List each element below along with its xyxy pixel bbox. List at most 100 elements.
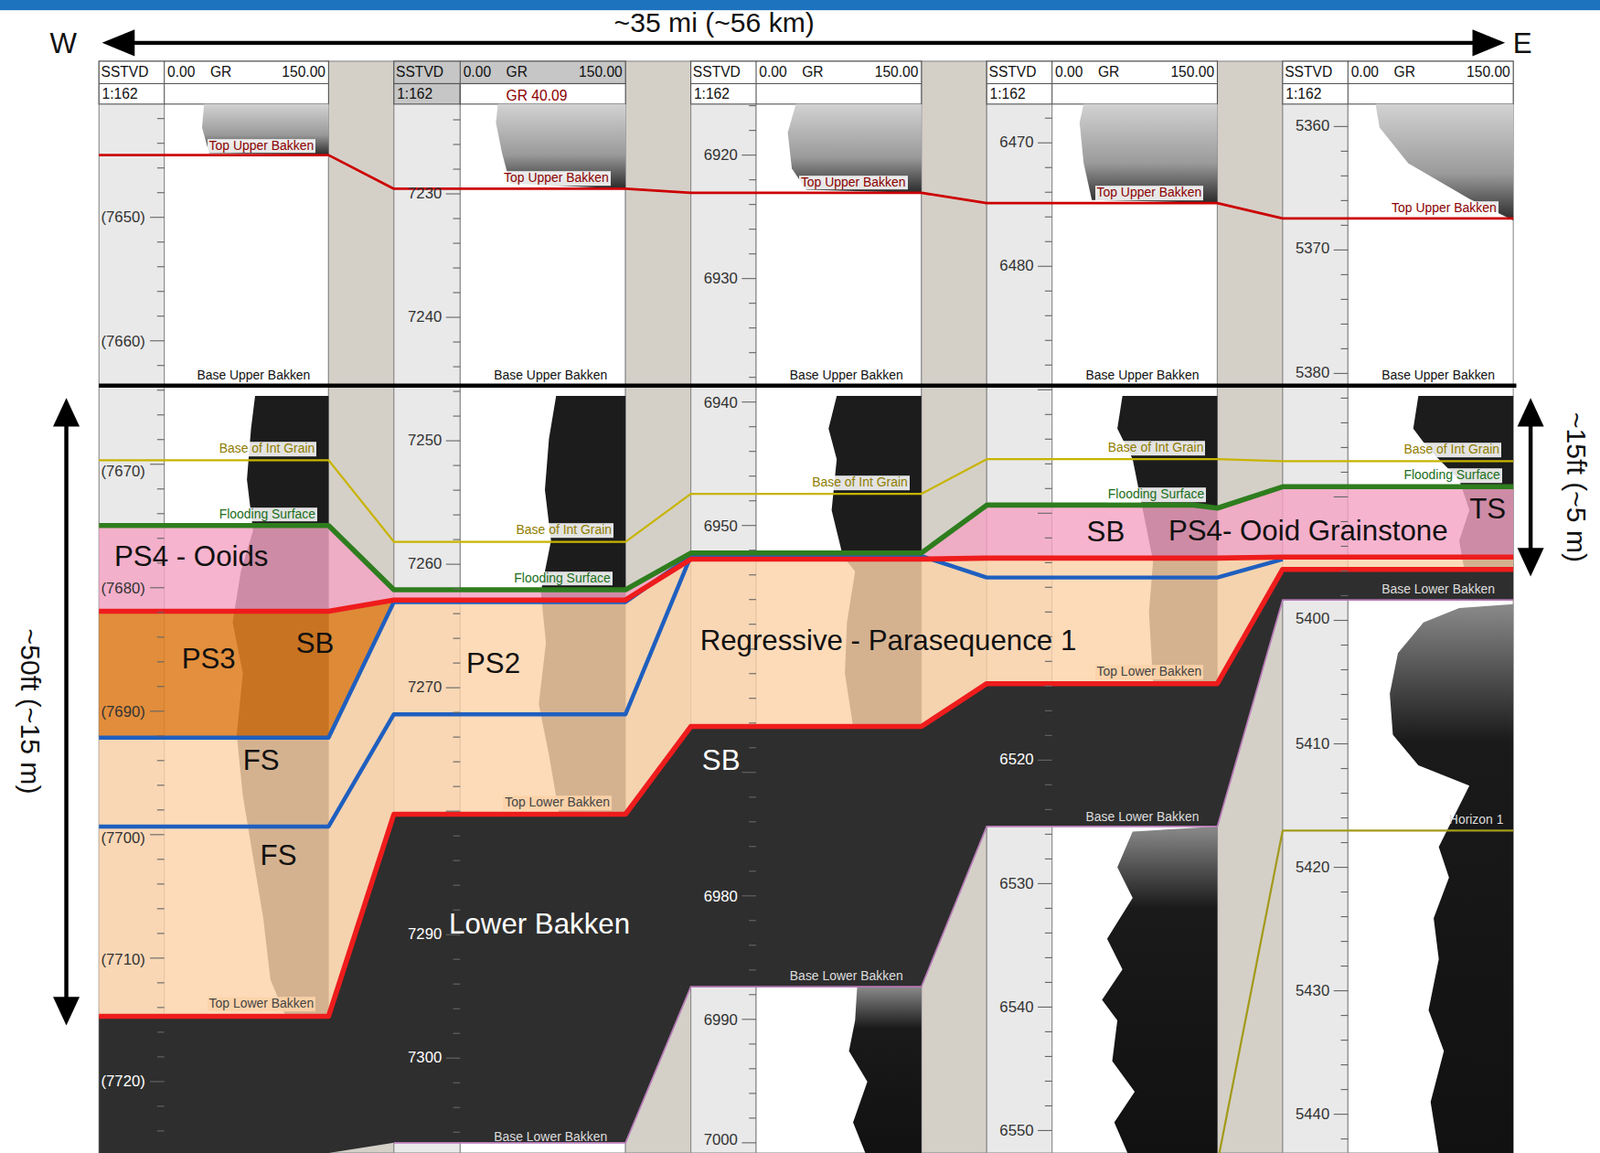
depth-label: 5360 — [1295, 117, 1330, 136]
depth-tick — [1045, 735, 1053, 736]
track-header: 0.00 — [1055, 64, 1083, 81]
depth-tick — [748, 821, 757, 822]
depth-tick — [748, 500, 757, 502]
depth-tick — [453, 341, 461, 343]
depth-tick — [1341, 348, 1349, 350]
surface-label: Base Upper Bakken — [493, 368, 608, 384]
depth-tick — [1045, 809, 1053, 811]
depth-tick — [157, 907, 165, 909]
depth-tick — [741, 524, 757, 526]
depth-tick — [748, 1067, 757, 1069]
depth-tick — [748, 870, 757, 872]
depth-tick — [157, 117, 165, 119]
depth-tick — [157, 1130, 165, 1131]
depth-tick — [1341, 447, 1349, 448]
surface-label: Top Upper Bakken — [501, 171, 611, 187]
depth-tick — [453, 416, 461, 417]
depth-tick — [453, 613, 461, 615]
correlation-line — [98, 486, 1514, 590]
depth-label: 7270 — [407, 679, 442, 697]
track-header: 0.00 — [758, 64, 787, 81]
surface-label: Top Lower Bakken — [1095, 665, 1205, 681]
track-header: GR — [1098, 64, 1120, 81]
depth-tick — [748, 993, 757, 995]
depth-tick — [453, 860, 461, 862]
depth-tick — [741, 1018, 757, 1020]
depth-tick — [1037, 389, 1053, 391]
depth-tick — [149, 710, 165, 712]
dimension-arrow — [64, 416, 68, 1007]
depth-label: (7660) — [100, 333, 145, 352]
depth-tick — [748, 426, 757, 427]
depth-tick — [157, 883, 165, 885]
depth-tick — [446, 316, 461, 318]
depth-tick — [453, 391, 461, 393]
depth-tick — [1037, 1006, 1053, 1008]
depth-tick — [1341, 274, 1349, 276]
depth-tick — [453, 761, 461, 763]
depth-tick — [1045, 414, 1053, 416]
depth-tick — [157, 241, 165, 243]
track-header: GR — [1394, 64, 1416, 81]
surface-label: Horizon 1 — [1449, 813, 1504, 829]
depth-tick — [453, 885, 461, 886]
depth-tick — [748, 845, 757, 847]
surface-label: Top Lower Bakken — [502, 796, 612, 811]
depth-tick — [1341, 1138, 1349, 1140]
correlation-line — [98, 569, 1514, 1017]
depth-tick — [1045, 364, 1053, 366]
depth-label: 6950 — [704, 518, 738, 536]
depth-label: 5420 — [1295, 858, 1330, 876]
depth-tick — [1341, 768, 1349, 769]
track-header: 150.00 — [874, 64, 919, 81]
unit-label: FS — [260, 839, 298, 872]
upper-bakken-gr-curve — [202, 104, 1514, 221]
depth-tick — [1045, 957, 1053, 959]
surface-label: Top Upper Bakken — [207, 138, 317, 154]
track-header — [98, 61, 329, 105]
depth-tick — [453, 366, 461, 368]
depth-tick — [1037, 266, 1053, 267]
track-background — [1282, 61, 1348, 1153]
track-header — [1347, 61, 1349, 105]
depth-label: 6930 — [704, 269, 738, 288]
depth-tick — [741, 895, 757, 896]
depth-tick — [157, 685, 165, 687]
depth-tick — [1341, 1064, 1349, 1066]
depth-tick — [1341, 792, 1349, 794]
depth-tick — [1341, 175, 1349, 177]
depth-tick — [157, 414, 165, 416]
depth-tick — [1037, 512, 1053, 514]
depth-tick — [1045, 710, 1053, 712]
depth-tick — [149, 340, 165, 342]
depth-label: 6470 — [999, 134, 1034, 152]
depth-tick — [741, 277, 757, 279]
depth-tick — [149, 1080, 165, 1082]
depth-tick — [157, 1056, 165, 1057]
unit-label: Lower Bakken — [448, 907, 630, 940]
track-header — [163, 61, 165, 105]
depth-tick — [157, 488, 165, 490]
surface-label: Base of Int Grain — [514, 523, 615, 539]
axis-label: ~35 mi (~56 km) — [614, 7, 815, 39]
depth-tick — [453, 1008, 461, 1010]
depth-tick — [748, 722, 757, 724]
track-header — [1282, 83, 1514, 85]
surface-label: Base of Int Grain — [810, 475, 910, 491]
surface-label: Base Upper Bakken — [789, 368, 904, 384]
depth-tick — [741, 154, 757, 156]
depth-tick — [748, 796, 757, 798]
unit-label: PS4- Ooid Grainstone — [1168, 514, 1449, 547]
surface-label: Flooding Surface — [1401, 468, 1502, 483]
depth-tick — [157, 512, 165, 514]
correlation-line — [98, 155, 1514, 219]
depth-tick — [157, 364, 165, 366]
depth-label: (7670) — [100, 462, 145, 480]
depth-tick — [1341, 842, 1349, 843]
unit-label: SB — [296, 627, 335, 660]
depth-tick — [1333, 496, 1349, 498]
depth-tick — [453, 835, 461, 837]
upper-bakken-gr-curve — [788, 104, 922, 193]
dimension-arrow — [102, 29, 136, 56]
track-header: 0.00 — [167, 64, 195, 81]
